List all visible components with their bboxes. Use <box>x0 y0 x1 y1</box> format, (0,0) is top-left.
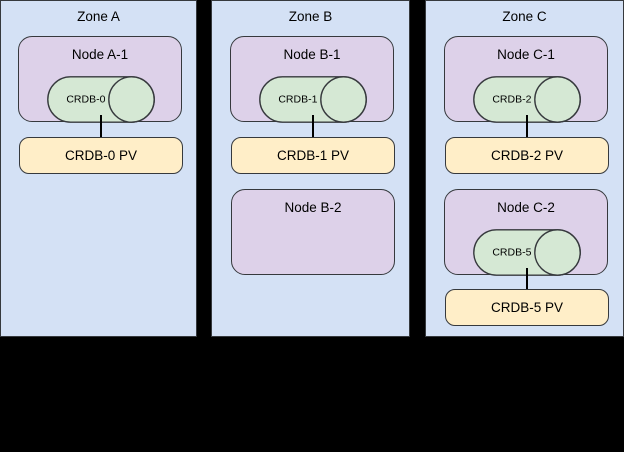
database-cylinder-crdb-0: CRDB-0 <box>47 76 155 123</box>
zone-container-a: Zone A Node A-1 CRDB-0 CRDB-0 PV <box>0 0 197 337</box>
zone-container-c: Zone C Node C-1 CRDB-2 CRDB-2 PV Node C-… <box>425 0 624 337</box>
zone-title-b: Zone B <box>288 9 333 24</box>
database-cylinder-icon <box>259 76 367 123</box>
pv-box-crdb-2: CRDB-2 PV <box>445 137 609 174</box>
pv-label-crdb-0: CRDB-0 PV <box>64 147 137 163</box>
pv-box-crdb-0: CRDB-0 PV <box>19 137 183 174</box>
node-title-c-1: Node C-1 <box>497 47 555 62</box>
zone-container-b: Zone B Node B-1 CRDB-1 CRDB-1 PV Node B-… <box>211 0 410 337</box>
node-box-a-1: Node A-1 CRDB-0 <box>18 36 182 123</box>
zone-title-c: Zone C <box>502 9 547 24</box>
node-box-c-1: Node C-1 CRDB-2 <box>444 36 608 123</box>
zone-title-a: Zone A <box>77 9 120 24</box>
connector-line-crdb-1 <box>312 115 314 138</box>
database-cylinder-icon <box>473 229 581 276</box>
node-title-c-2: Node C-2 <box>497 200 555 215</box>
node-title-b-1: Node B-1 <box>283 47 341 62</box>
database-cylinder-icon <box>473 76 581 123</box>
pv-label-crdb-2: CRDB-2 PV <box>490 147 563 163</box>
node-box-c-2: Node C-2 CRDB-5 <box>444 189 608 276</box>
node-title-b-2: Node B-2 <box>284 200 342 215</box>
node-title-a-1: Node A-1 <box>71 47 129 62</box>
connector-line-crdb-5 <box>526 268 528 291</box>
connector-line-crdb-0 <box>100 115 102 138</box>
pv-label-crdb-1: CRDB-1 PV <box>276 147 349 163</box>
connector-line-crdb-2 <box>526 115 528 138</box>
pv-box-crdb-1: CRDB-1 PV <box>231 137 395 174</box>
node-box-b-2: Node B-2 <box>231 189 395 275</box>
pv-label-crdb-5: CRDB-5 PV <box>490 299 563 315</box>
pv-box-crdb-5: CRDB-5 PV <box>445 289 609 326</box>
database-cylinder-icon <box>47 76 155 123</box>
node-box-b-1: Node B-1 CRDB-1 <box>230 36 394 123</box>
